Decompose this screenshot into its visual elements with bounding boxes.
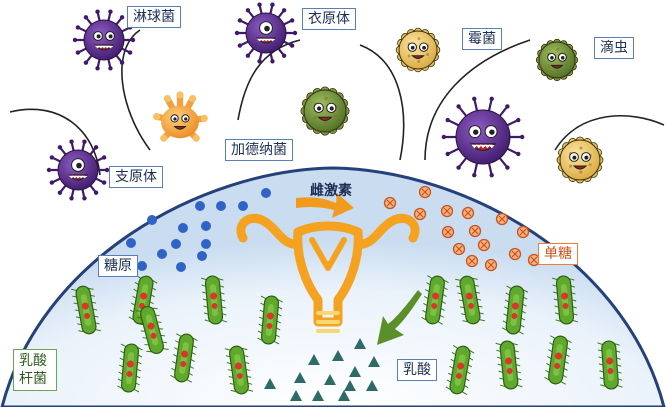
estrogen-arrow (296, 193, 354, 218)
glycogen-dot (126, 238, 136, 248)
label-zhiyuanti: 支原体 (109, 166, 163, 188)
glycogen-dot (137, 261, 147, 271)
green-microbe-icon (300, 86, 350, 136)
monosaccharide-marker (452, 242, 466, 256)
lactobacillus-icon (551, 275, 579, 325)
glycogen-dot (238, 201, 248, 211)
monosaccharide-marker (461, 206, 475, 220)
yellow-microbe-icon (556, 136, 604, 184)
lactic-acid-triangle (338, 390, 350, 401)
monosaccharide-marker (441, 225, 455, 239)
lactobacillus-icon (544, 335, 572, 385)
label-yiyuanti: 衣原体 (302, 8, 356, 30)
glycogen-dot (261, 188, 271, 198)
lactic-acid-triangle (349, 366, 361, 377)
monosaccharide-marker (495, 212, 509, 226)
monosaccharide-marker (468, 224, 482, 238)
lactic-acid-triangle (354, 338, 366, 349)
lactobacillus-icon (200, 275, 228, 325)
lactobacillus-icon (117, 343, 143, 393)
monosaccharide-marker (413, 207, 427, 221)
cervix-stripes (316, 311, 340, 333)
lactobacilli (71, 275, 623, 395)
lactic-acid-triangle (366, 380, 378, 391)
lactic-acid-triangle (290, 390, 302, 401)
glycogen-dot (195, 201, 205, 211)
lactobacillus-icon (135, 305, 169, 355)
monosaccharide-marker (383, 196, 397, 210)
glycogen-dot (171, 239, 181, 249)
lactic-acid-triangle (294, 372, 306, 383)
glycogen-dot (178, 223, 188, 233)
label-tangyuan: 糖原 (98, 255, 138, 277)
glycogen-dot (176, 262, 186, 272)
glycogen-dots (126, 188, 271, 272)
monosaccharide-markers (383, 185, 541, 272)
lactic-acid-triangle (308, 354, 320, 365)
label-dichong: 滴虫 (594, 37, 634, 59)
lactic-acid-triangle (264, 378, 276, 389)
conversion-arrow (377, 290, 422, 345)
gonococcus-microbe-icon (72, 9, 136, 71)
glycogen-dot (216, 201, 226, 211)
lactobacillus-icon (445, 345, 475, 395)
monosaccharide-marker (418, 185, 432, 199)
glycogen-dot (201, 221, 211, 231)
glycogen-dot (147, 215, 157, 225)
lactobacillus-icon (71, 285, 101, 335)
lactobacillus-icon (495, 340, 523, 390)
lactobacillus-icon (224, 345, 254, 395)
lactic-acid-triangle (344, 380, 356, 391)
vaginal-wall (0, 166, 666, 407)
monosaccharide-marker (477, 238, 491, 252)
monosaccharide-marker (465, 254, 479, 268)
glycogen-dot (201, 239, 211, 249)
lactobacillus-icon (501, 285, 529, 335)
fungus-microbe-icon (395, 27, 441, 73)
mycoplasma-microbe-icon (46, 139, 110, 201)
monosaccharide-marker (484, 258, 498, 272)
monosaccharide-marker (508, 247, 522, 261)
uterus-icon (236, 213, 420, 327)
label-meijun: 霉菌 (462, 28, 502, 50)
lactic-acid-triangle (332, 350, 344, 361)
lactobacillus-icon (421, 275, 449, 325)
lactobacillus-icon (597, 340, 623, 390)
trichomonas-microbe-icon (535, 38, 579, 82)
lactic-acid-triangle (312, 390, 324, 401)
lactic-acid-triangles (264, 338, 380, 401)
lactic-acid-triangle (324, 374, 336, 385)
lactobacillus-icon (170, 333, 198, 383)
label-ciji: 雌激素 (310, 183, 352, 199)
glycogen-dot (197, 251, 207, 261)
label-dantang: 单糖 (538, 243, 578, 265)
lactic-acid-triangle (368, 356, 380, 367)
purple-microbe-icon (441, 96, 525, 178)
monosaccharide-marker (440, 204, 454, 218)
lactobacillus-icon (257, 295, 283, 345)
label-jiadenaju: 加德纳菌 (225, 139, 293, 161)
monosaccharide-marker (516, 225, 530, 239)
gardnerella-microbe-icon (153, 91, 208, 142)
label-linqiujun: 淋球菌 (127, 6, 181, 28)
glycogen-dot (157, 249, 167, 259)
lactobacillus-icon (455, 275, 485, 325)
label-rusuan-ganjun: 乳酸杆菌 (13, 349, 57, 391)
chlamydia-microbe-icon (234, 2, 298, 64)
label-rusuan: 乳酸 (397, 359, 437, 381)
monosaccharide-marker (527, 253, 541, 267)
